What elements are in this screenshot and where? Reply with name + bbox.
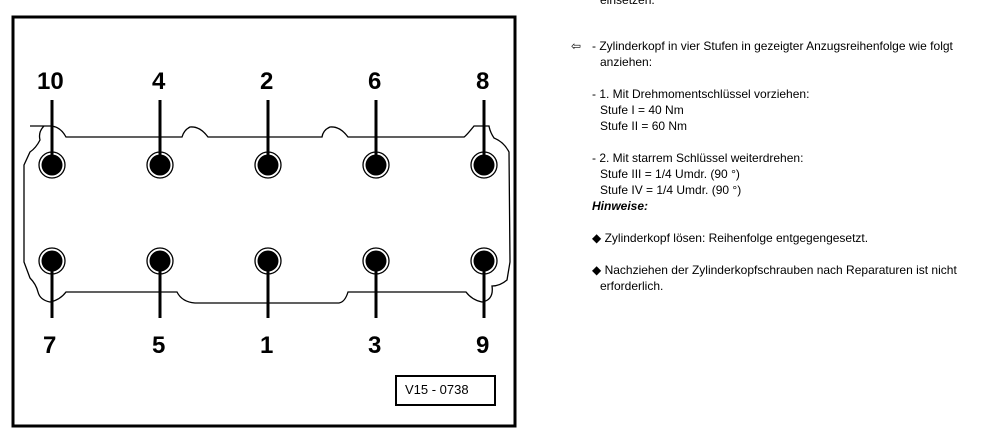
bolt-label-top: 10 [37,68,64,95]
figure-id: V15 - 0738 [405,382,469,397]
arrow-left-icon: ⇦ [571,39,582,53]
diagram-frame [11,15,517,428]
note-text: Nachziehen der Zylinderkopfschrauben nac… [604,263,957,277]
bolt-label-bottom: 5 [152,332,166,359]
bolt-label-top: 6 [368,68,382,95]
step-intro: - Zylinderkopf in vier Stufen in gezeigt… [592,39,953,53]
bolt-label-top: 4 [152,68,166,95]
notes-heading: Hinweise: [592,199,649,213]
note-item: ◆ Nachziehen der Zylinderkopfschrauben n… [592,262,957,278]
stage1-torque-2: Stufe II = 60 Nm [600,119,688,133]
bolt-label-bottom: 7 [43,332,57,359]
bolt-label-top: 2 [260,68,274,95]
note-item: ◆ Zylinderkopf lösen: Reihenfolge entgeg… [592,230,868,246]
cylinder-head-outline [23,125,511,304]
stage1-torque-1: Stufe I = 40 Nm [600,103,684,117]
note-text: Zylinderkopf lösen: Reihenfolge entgegen… [604,231,869,245]
step-intro-cont: anziehen: [600,55,653,69]
bolt-label-bottom: 9 [476,332,490,359]
stage2-angle-4: Stufe IV = 1/4 Umdr. (90 °) [600,183,742,197]
note-text-cont: erforderlich. [600,279,664,293]
stage2-title: - 2. Mit starrem Schlüssel weiterdrehen: [592,151,804,165]
bolt-label-top: 8 [476,68,490,95]
bolt-label-bottom: 1 [260,332,274,359]
bolt-label-bottom: 3 [368,332,382,359]
diamond-bullet-icon: ◆ [592,231,602,245]
stage2-angle-3: Stufe III = 1/4 Umdr. (90 °) [600,167,740,181]
stage1-title: - 1. Mit Drehmomentschlüssel vorziehen: [592,87,810,101]
figure-id-box [395,375,496,406]
previous-text-line: einsetzen. [600,0,655,7]
cylinder-head-tightening-diagram [11,15,517,428]
diamond-bullet-icon: ◆ [592,263,602,277]
